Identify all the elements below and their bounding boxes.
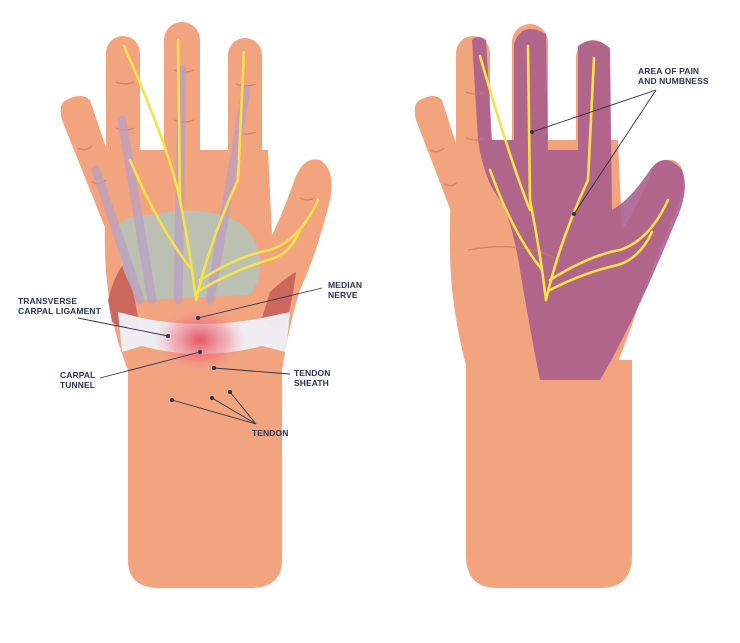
right-little-finger	[414, 96, 482, 240]
left-leader-lines	[77, 287, 323, 425]
left-median-nerve	[122, 38, 320, 302]
right-creases	[429, 91, 561, 261]
left-hypothenar-muscle	[108, 262, 140, 330]
label-pain-area: AREA OF PAIN AND NUMBNESS	[638, 66, 709, 86]
label-carpal-tunnel: CARPAL TUNNEL	[60, 370, 96, 390]
label-tendon: TENDON	[252, 428, 289, 438]
left-hand	[60, 22, 332, 588]
right-hand	[414, 24, 685, 588]
left-forearm	[128, 360, 282, 588]
label-median-nerve: MEDIAN NERVE	[328, 280, 363, 300]
right-median-nerve	[478, 44, 670, 302]
right-leader-lines	[529, 89, 657, 217]
label-transverse-carpal-ligament: TRANSVERSE CARPAL LIGAMENT	[18, 296, 101, 316]
label-tendon-sheath: TENDON SHEATH	[294, 368, 331, 388]
left-inflammation	[154, 306, 246, 374]
right-forearm	[466, 360, 632, 588]
